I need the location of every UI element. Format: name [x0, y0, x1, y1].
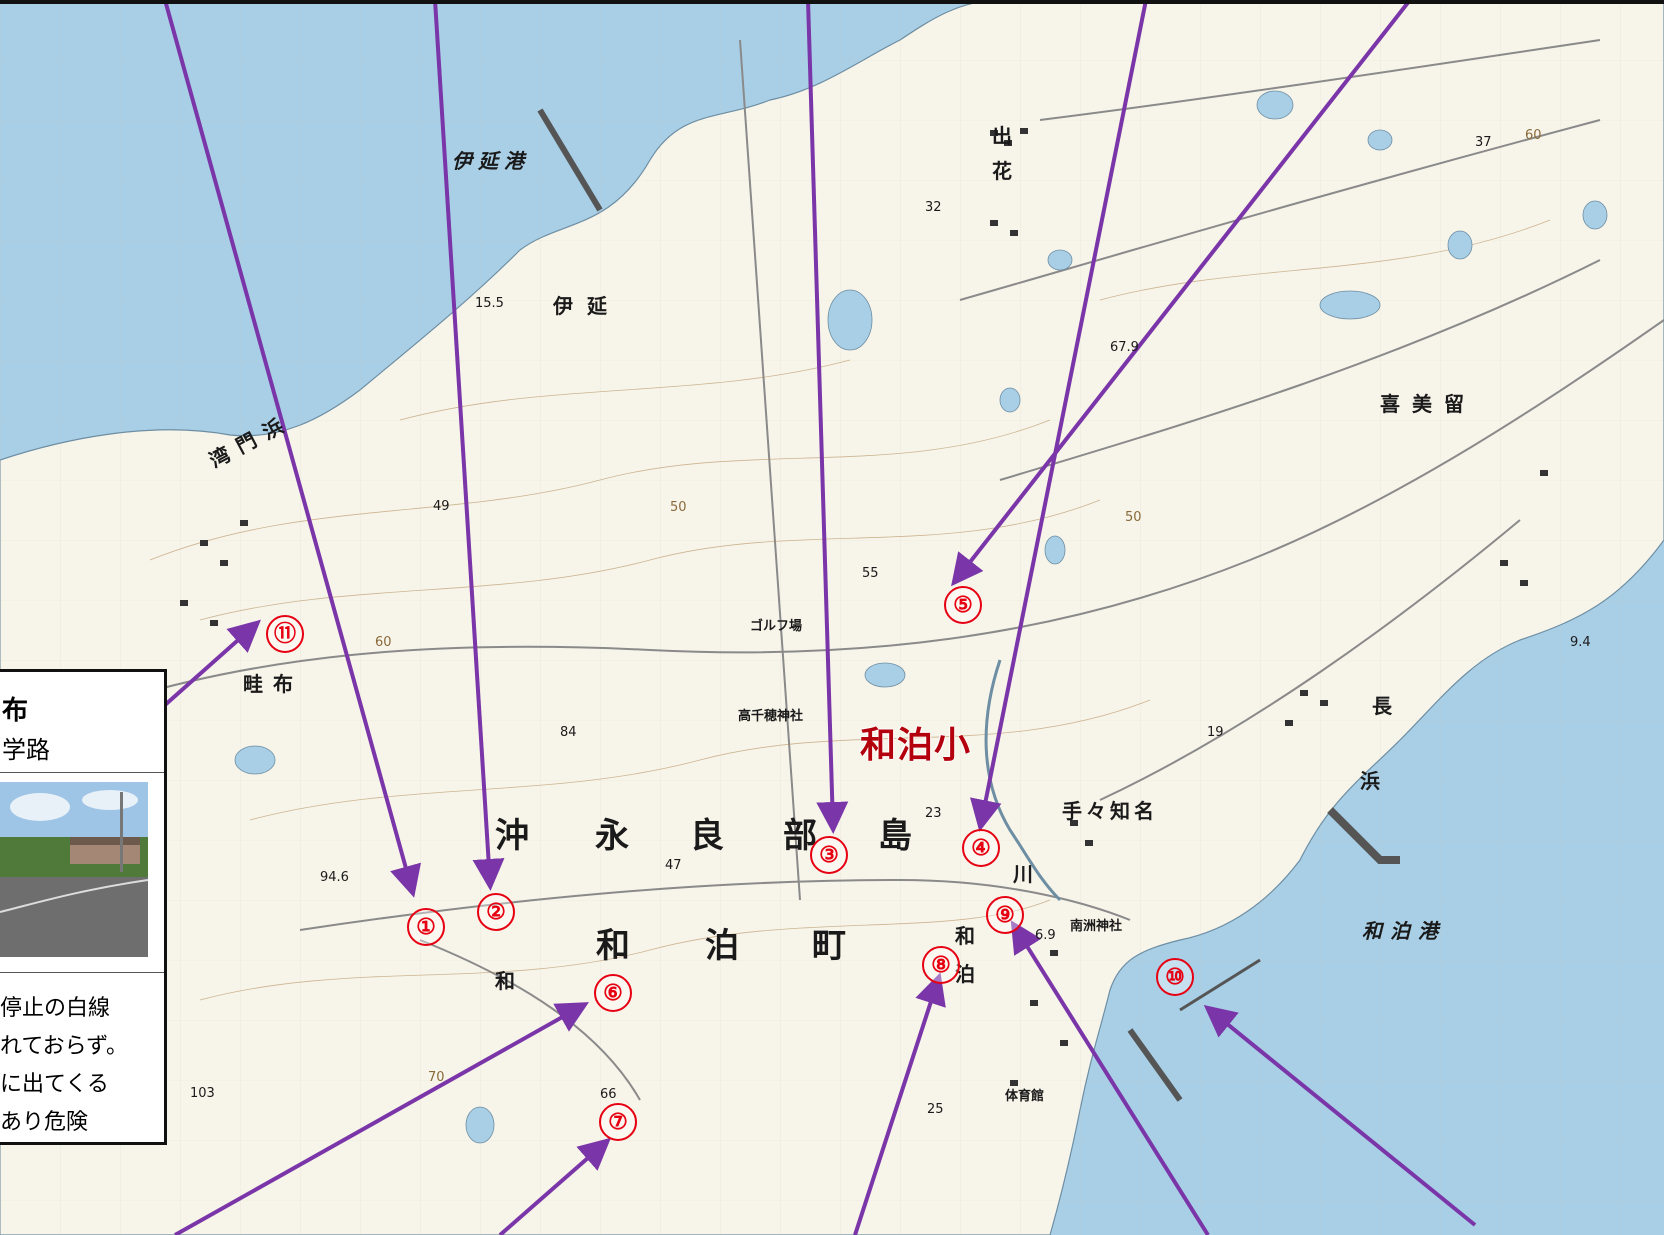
label-wadomari-1: 和 — [596, 926, 630, 966]
label-dehana-2: 花 — [992, 159, 1012, 183]
arrow-4 — [970, 0, 1148, 832]
spot-height: 55 — [862, 566, 879, 581]
label-gym: 体育館 — [1005, 1089, 1045, 1104]
contour-label: 70 — [428, 1070, 445, 1085]
label-wa-small-2: 和 — [955, 924, 975, 948]
label-nagahama-1: 長 — [1372, 694, 1392, 718]
label-river: 川 — [1013, 862, 1033, 886]
marker-2[interactable]: ② — [477, 893, 515, 931]
contour-label: 50 — [1125, 510, 1142, 525]
arrow-8 — [853, 972, 946, 1235]
callout-divider — [0, 772, 164, 773]
marker-1[interactable]: ① — [407, 908, 445, 946]
breakwater-east — [1327, 807, 1400, 864]
ponds — [234, 90, 1608, 1144]
label-afu: 畦布 — [243, 672, 303, 696]
arrow-2 — [433, 0, 505, 891]
spot-height: 47 — [665, 858, 682, 873]
label-okinoerabu-1: 沖 — [495, 816, 529, 856]
label-wadomari-port: 和泊港 — [1362, 919, 1446, 943]
callout-description: 停止の白線 れておらず。 に出てくる あり危険 — [0, 990, 160, 1142]
arrow-3 — [806, 0, 849, 834]
callout-panel: 布 学路 停止の白線 れておらず。 に出てくる あり危険 — [0, 669, 167, 1145]
spot-height: 103 — [190, 1086, 215, 1101]
arrow-10 — [1203, 1004, 1477, 1227]
building-clusters — [180, 128, 1548, 1086]
label-nanshu: 南洲神社 — [1070, 919, 1123, 934]
arrow-9 — [1010, 920, 1210, 1235]
spot-height: 94.6 — [320, 870, 349, 885]
school-label: 和泊小 — [860, 725, 972, 766]
marker-8[interactable]: ⑧ — [922, 946, 960, 984]
breakwater-south — [1127, 1028, 1183, 1102]
breakwater-line — [1179, 958, 1261, 1012]
arrow-11 — [163, 619, 261, 707]
marker-10[interactable]: ⑩ — [1156, 958, 1194, 996]
callout-title: 布 — [2, 696, 29, 726]
spot-height: 32 — [925, 200, 942, 215]
label-haku-small: 泊 — [955, 962, 975, 986]
callout-photo — [0, 782, 148, 957]
label-nagahama-2: 浜 — [1360, 769, 1380, 793]
marker-7[interactable]: ⑦ — [599, 1103, 637, 1141]
label-takachiho: 高千穂神社 — [738, 709, 804, 724]
callout-desc-line: に出てくる — [0, 1072, 109, 1097]
label-ien: 伊延 — [553, 294, 621, 318]
contour-label: 60 — [375, 635, 392, 650]
callout-divider — [0, 972, 164, 973]
label-dehana-1: 出 — [992, 124, 1012, 148]
label-teteshina: 手々知名 — [1062, 799, 1158, 823]
label-wadomari-3: 町 — [812, 926, 846, 966]
leader-arrows — [163, 0, 1477, 1235]
contour-label: 60 — [1525, 128, 1542, 143]
breakwater-north — [537, 108, 603, 212]
spot-height: 84 — [560, 725, 577, 740]
marker-5[interactable]: ⑤ — [944, 586, 982, 624]
spot-height: 66 — [600, 1087, 617, 1102]
spot-height: 19 — [1207, 725, 1224, 740]
label-wa-small: 和 — [495, 969, 515, 993]
label-okinoerabu-2: 永 — [595, 816, 629, 856]
spot-height: 23 — [925, 806, 942, 821]
spot-height: 25 — [927, 1102, 944, 1117]
top-border — [0, 0, 1664, 4]
marker-11[interactable]: ⑪ — [266, 615, 304, 653]
marker-3[interactable]: ③ — [810, 836, 848, 874]
spot-height: 6.9 — [1035, 928, 1056, 943]
spot-height: 9.4 — [1570, 635, 1591, 650]
callout-desc-line: れておらず。 — [0, 1034, 129, 1059]
label-kimiru: 喜美留 — [1380, 392, 1476, 416]
spot-height: 67.9 — [1110, 340, 1139, 355]
spot-height: 15.5 — [475, 296, 504, 311]
label-okinoerabu-5: 島 — [878, 816, 912, 856]
label-okinoerabu-3: 良 — [690, 816, 724, 856]
label-golf: ゴルフ場 — [750, 619, 803, 634]
arrow-6 — [174, 1002, 589, 1235]
label-ien-port: 伊延港 — [452, 149, 530, 173]
arrow-7 — [498, 1137, 612, 1235]
callout-subtitle: 学路 — [2, 736, 50, 764]
marker-6[interactable]: ⑥ — [594, 974, 632, 1012]
arrow-5 — [951, 0, 1412, 587]
marker-4[interactable]: ④ — [962, 829, 1000, 867]
spot-height: 49 — [433, 499, 450, 514]
label-wadomari-2: 泊 — [705, 926, 739, 966]
spot-height: 37 — [1475, 135, 1492, 150]
marker-9[interactable]: ⑨ — [986, 896, 1024, 934]
callout-desc-line: あり危険 — [0, 1110, 89, 1135]
contour-label: 50 — [670, 500, 687, 515]
river — [984, 659, 1062, 902]
arrow-1 — [163, 0, 421, 898]
callout-desc-line: 停止の白線 — [0, 996, 111, 1021]
